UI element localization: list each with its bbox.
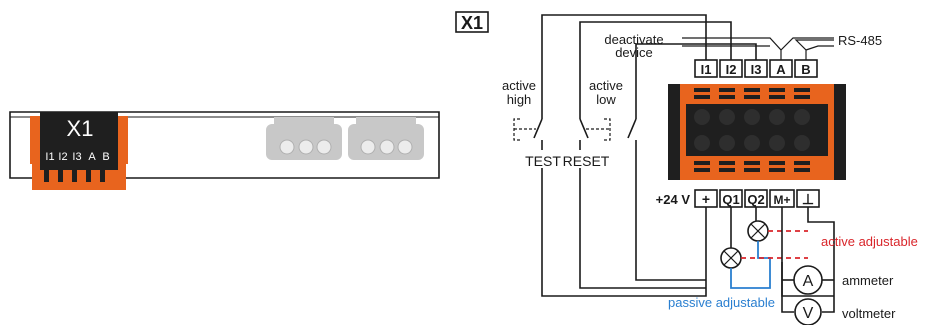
schematic-title: X1 bbox=[461, 13, 483, 33]
grey-terminal-right bbox=[348, 117, 424, 160]
q2-lamp bbox=[747, 207, 769, 242]
x1-connector-block bbox=[30, 112, 128, 190]
schematic-title-box bbox=[455, 11, 489, 33]
board-pin-label: I2 bbox=[58, 151, 67, 163]
terminal-label-ground: ⊥ bbox=[802, 191, 814, 207]
active-high-line2: high bbox=[507, 92, 532, 107]
voltmeter-label: voltmeter bbox=[842, 306, 896, 321]
board-pin-label: A bbox=[88, 151, 96, 163]
orange-terminal-block bbox=[668, 84, 846, 180]
active-low-line2: low bbox=[596, 92, 616, 107]
ammeter-label: ammeter bbox=[842, 273, 894, 288]
supply-return-wires bbox=[541, 150, 707, 297]
meter-wires bbox=[781, 207, 835, 313]
deactivate-switch bbox=[627, 112, 637, 150]
deactivate-label-line1: deactivate bbox=[604, 32, 663, 47]
test-switch bbox=[513, 112, 543, 150]
passive-wire-q2 bbox=[757, 241, 770, 259]
terminal-label-i3: I3 bbox=[751, 62, 762, 77]
rs485-label: RS-485 bbox=[838, 33, 882, 48]
ammeter-symbol-label: A bbox=[803, 273, 814, 290]
board-pin-label: I1 bbox=[45, 151, 54, 163]
deactivate-label-line2: device bbox=[615, 45, 653, 60]
reset-label: RESET bbox=[563, 153, 610, 169]
terminal-label-a: A bbox=[776, 62, 786, 77]
x1-board-label: X1 bbox=[67, 116, 94, 141]
terminal-label-b: B bbox=[801, 62, 810, 77]
top-wires bbox=[541, 14, 834, 112]
top-terminal-row bbox=[694, 59, 818, 78]
voltmeter-symbol bbox=[794, 298, 822, 325]
terminal-label-mplus: M+ bbox=[773, 193, 790, 207]
passive-adjustable-label: passive adjustable bbox=[668, 295, 775, 310]
terminal-label-q1: Q1 bbox=[722, 192, 739, 207]
terminal-label-i2: I2 bbox=[726, 62, 737, 77]
x1-board-pin-labels: I1 I2 I3 A B bbox=[45, 151, 109, 163]
voltmeter-symbol-label: V bbox=[803, 305, 814, 322]
grey-terminal-left bbox=[266, 117, 342, 160]
board-pin-label: B bbox=[102, 151, 109, 163]
supply-label: +24 V bbox=[656, 192, 691, 207]
active-adjustable-label: active adjustable bbox=[821, 234, 918, 249]
active-low-line1: active bbox=[589, 78, 623, 93]
terminal-label-q2: Q2 bbox=[747, 192, 764, 207]
reset-switch bbox=[579, 112, 611, 150]
test-label: TEST bbox=[525, 153, 561, 169]
active-high-line1: active bbox=[502, 78, 536, 93]
q1-lamp bbox=[720, 207, 742, 269]
board-pin-label: I3 bbox=[72, 151, 81, 163]
ammeter-symbol bbox=[793, 265, 823, 295]
terminal-label-plus: + bbox=[702, 191, 710, 207]
terminal-label-i1: I1 bbox=[701, 62, 712, 77]
